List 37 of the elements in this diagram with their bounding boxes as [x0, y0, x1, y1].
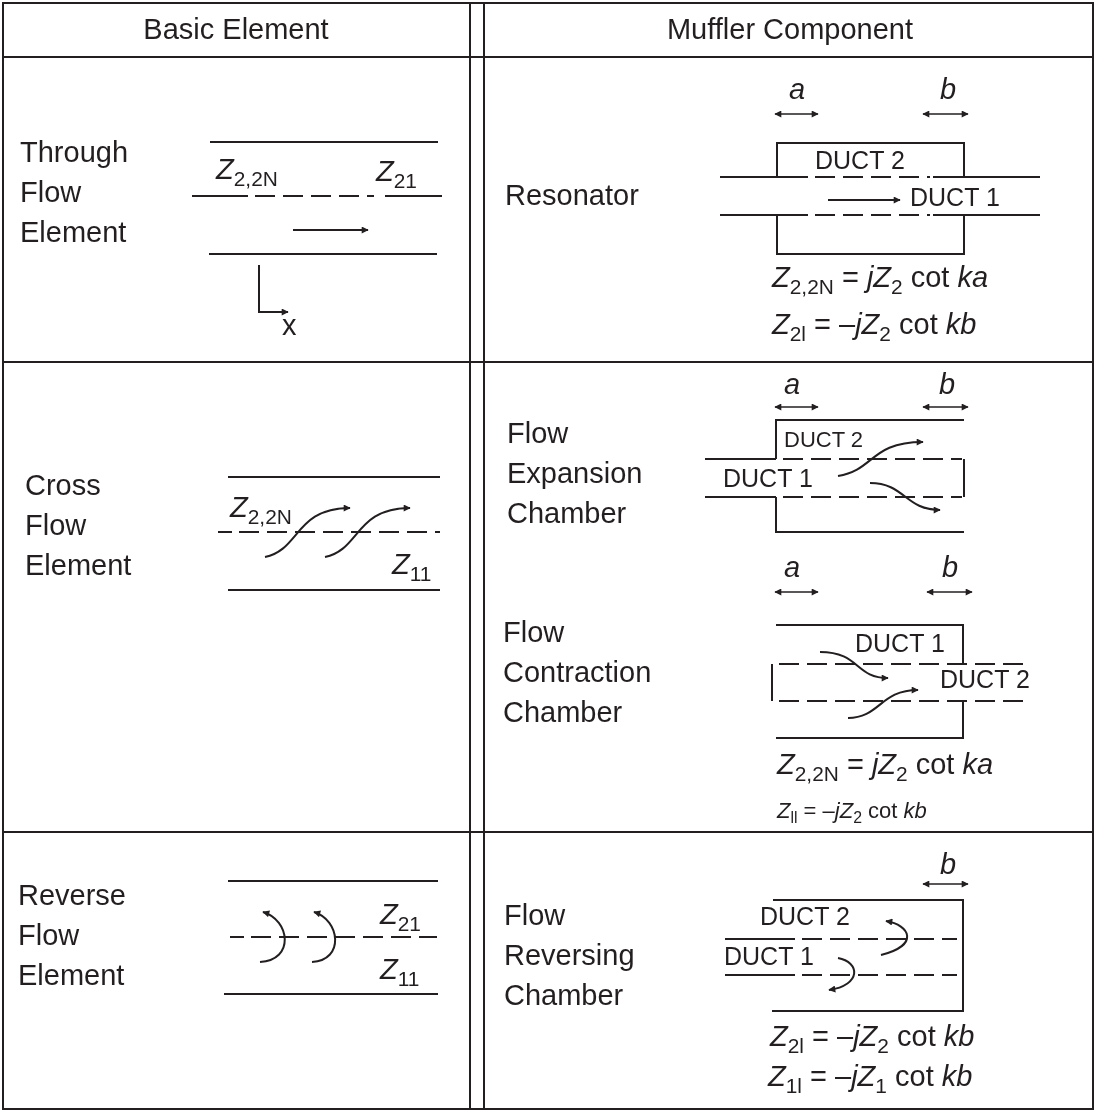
impedance-label: Z$_{11}$ [392, 548, 432, 582]
dimension-label: b [939, 73, 957, 107]
dimension-label: b [939, 848, 957, 882]
column-header: Muffler Component [666, 13, 914, 47]
row-label: Resonator [505, 179, 639, 213]
row-label: Flow Expansion Chamber [507, 416, 644, 531]
row-label: Flow Contraction Chamber [503, 615, 653, 730]
dimension-label: a [783, 368, 801, 402]
row-label: Flow Reversing Chamber [504, 898, 636, 1013]
impedance-formula: Z$_{2,2N}$ = jZ$_{2}$ cot ka [777, 748, 994, 782]
impedance-label: Z$_{2,2N}$ [216, 153, 278, 187]
dimension-label: b [938, 368, 956, 402]
impedance-formula: Z$_{2l}$ = –jZ$_{2}$ cot kb [770, 1020, 975, 1054]
duct-label: DUCT 2 [760, 901, 850, 931]
impedance-formula: Z$_{2l}$ = –jZ$_{2}$ cot kb [772, 308, 977, 342]
dimension-label: a [783, 551, 801, 585]
duct-label: DUCT 2 [784, 427, 864, 453]
impedance-formula: Z$_{ll}$ = –jZ$_{2}$ cot kb [777, 798, 927, 824]
impedance-formula: Z$_{2,2N}$ = jZ$_{2}$ cot ka [772, 261, 989, 295]
row-label: Through Flow Element [20, 135, 129, 250]
duct-label: DUCT 2 [940, 664, 1030, 694]
row-label: Cross Flow Element [25, 468, 133, 583]
duct-label: DUCT 1 [910, 182, 1000, 212]
impedance-label: Z$_{11}$ [380, 953, 420, 987]
column-header: Basic Element [143, 13, 329, 47]
row-label: Reverse Flow Element [18, 878, 127, 993]
impedance-formula: Z$_{1l}$ = –jZ$_{1}$ cot kb [768, 1060, 973, 1094]
duct-label: DUCT 1 [855, 628, 945, 658]
impedance-label: Z$_{21}$ [376, 155, 417, 189]
dimension-label: a [788, 73, 806, 107]
dimension-label: b [941, 551, 959, 585]
duct-label: DUCT 2 [815, 145, 905, 175]
duct-label: DUCT 1 [724, 941, 814, 971]
duct-label: DUCT 1 [723, 463, 813, 493]
row-label: x [282, 309, 297, 343]
impedance-label: Z$_{2,2N}$ [230, 491, 292, 525]
impedance-label: Z$_{21}$ [380, 898, 421, 932]
